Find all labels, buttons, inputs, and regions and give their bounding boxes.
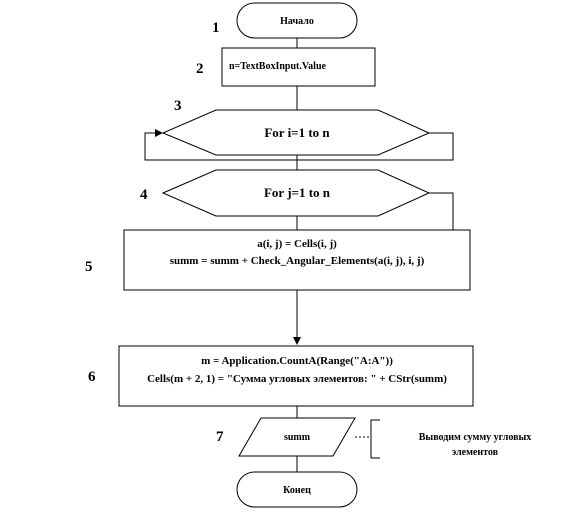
end-terminator xyxy=(236,471,358,508)
end-label: Конец xyxy=(283,485,311,496)
loop-j-hexagon xyxy=(161,169,431,217)
step-number-7: 7 xyxy=(216,429,224,445)
loop-i-label: For i=1 to n xyxy=(264,125,330,140)
step-number-2: 2 xyxy=(196,61,204,77)
start-terminator xyxy=(236,2,358,39)
comment-line1: Выводим сумму угловых xyxy=(419,432,532,443)
process1-block xyxy=(123,229,471,291)
input-label: n=TextBoxInput.Value xyxy=(229,61,327,72)
process2-block xyxy=(118,345,474,407)
loop-i-hexagon xyxy=(161,109,431,156)
step-number-5: 5 xyxy=(85,259,93,275)
step-number-1: 1 xyxy=(212,20,220,36)
step-number-4: 4 xyxy=(140,187,148,203)
loop-j-label: For j=1 to n xyxy=(264,185,331,200)
step-number-6: 6 xyxy=(88,369,96,385)
process2-line1: m = Application.CountA(Range("A:A")) xyxy=(201,355,393,367)
output-label: summ xyxy=(284,432,311,443)
loop-i-back-edge xyxy=(144,129,454,161)
start-label: Начало xyxy=(280,16,314,27)
process2-line2: Cells(m + 2, 1) = "Сумма угловых элемент… xyxy=(147,373,447,385)
step-number-3: 3 xyxy=(174,98,182,114)
process1-line2: summ = summ + Check_Angular_Elements(a(i… xyxy=(170,255,425,267)
comment-line2: элементов xyxy=(452,447,499,458)
output-parallelogram xyxy=(238,417,356,457)
process1-line1: a(i, j) = Cells(i, j) xyxy=(257,238,337,250)
input-block xyxy=(221,47,376,87)
comment-bracket xyxy=(370,419,380,459)
